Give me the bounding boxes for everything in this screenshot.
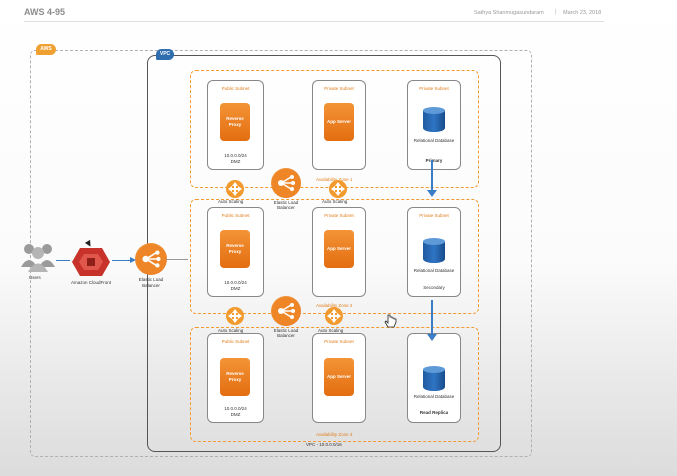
- auto-scaling-icon: [329, 180, 347, 198]
- db-label: Relational Database: [413, 268, 455, 273]
- vpc-cidr-label: VPC - 10.0.0.0/16: [306, 442, 342, 447]
- az3-label: Availability Zone 3: [316, 432, 353, 437]
- auto-scaling-label: Auto Scaling: [218, 328, 244, 333]
- aws-cloud-icon: AWS: [36, 44, 56, 55]
- availability-zone-3: [190, 327, 479, 442]
- subnet-dmz: DMZ: [230, 412, 241, 417]
- cloudfront-to-elb-line: [112, 260, 134, 262]
- private-subnet-db-1: Private Subnet Relational Database Prima…: [407, 80, 461, 170]
- internal-elb-label: Elastic Load Balancer: [273, 328, 299, 338]
- app-server-instance: App Server: [324, 358, 354, 396]
- subnet-title: Private Subnet: [324, 213, 354, 218]
- external-elb-label: Elastic Load Balancer: [138, 277, 164, 288]
- header-separator: |: [555, 9, 557, 15]
- pointer-cursor-icon: [384, 314, 397, 328]
- auto-scaling-icon: [226, 180, 244, 198]
- arrow-head-elb: [130, 257, 136, 263]
- subnet-dmz: DMZ: [230, 159, 241, 164]
- app-server-instance: App Server: [324, 230, 354, 268]
- private-subnet-db-3: Relational Database Read Replica: [407, 333, 461, 423]
- auto-scaling-icon: [325, 307, 343, 325]
- subnet-title: Public Subnet: [221, 86, 250, 91]
- db-label: Relational Database: [413, 394, 455, 399]
- replication-arrow-1: [431, 160, 433, 193]
- users-label: Users: [29, 275, 41, 280]
- subnet-cidr: 10.0.0.0/24: [224, 280, 247, 285]
- users-icon: [21, 244, 55, 272]
- subnet-cidr: 10.0.0.0/24: [224, 406, 247, 411]
- internal-load-balancer-icon: [271, 168, 301, 198]
- subnet-title: Private Subnet: [419, 213, 449, 218]
- users-to-cloudfront-line: [56, 260, 70, 262]
- elb-to-vpc-line: [166, 259, 188, 260]
- auto-scaling-label: Auto Scaling: [218, 199, 244, 204]
- auto-scaling-icon: [226, 307, 244, 325]
- db-label: Relational Database: [413, 138, 455, 143]
- subnet-cidr: 10.0.0.0/24: [224, 153, 247, 158]
- private-subnet-app-3: Private Subnet App Server: [312, 333, 366, 423]
- private-subnet-app-1: Private Subnet App Server: [312, 80, 366, 170]
- slide-date: March 23, 2018: [563, 10, 602, 16]
- public-subnet-1: Public Subnet Reverse Proxy 10.0.0.0/24 …: [207, 80, 264, 170]
- internal-elb-label: Elastic Load Balancer: [273, 200, 299, 210]
- database-icon: [423, 107, 445, 135]
- subnet-title: Public Subnet: [221, 339, 250, 344]
- db-role-secondary: Secondary: [423, 285, 445, 290]
- slide-title: AWS 4-95: [24, 7, 66, 17]
- cloudfront-icon: [72, 248, 110, 276]
- reverse-proxy-instance: Reverse Proxy: [220, 230, 250, 268]
- cloudfront-label: Amazon CloudFront: [70, 280, 112, 285]
- subnet-title: Private Subnet: [324, 86, 354, 91]
- author-name: Sathya Shanmugasundaram: [474, 10, 544, 16]
- public-subnet-3: Public Subnet Reverse Proxy 10.0.0.0/24 …: [207, 333, 264, 423]
- az2-label: Availability Zone 2: [316, 303, 353, 308]
- arrow-head-1: [427, 190, 437, 197]
- database-icon: [423, 366, 445, 394]
- public-subnet-2: Public Subnet Reverse Proxy 10.0.0.0/24 …: [207, 207, 264, 297]
- auto-scaling-label: Auto Scaling: [318, 328, 344, 333]
- app-server-instance: App Server: [324, 103, 354, 141]
- auto-scaling-label: Auto Scaling: [322, 199, 348, 204]
- db-role-primary: Primary: [425, 158, 443, 163]
- header-divider: [24, 21, 604, 22]
- reverse-proxy-instance: Reverse Proxy: [220, 103, 250, 141]
- vpc-cloud-icon: VPC: [156, 49, 174, 60]
- external-load-balancer-icon: [135, 243, 167, 275]
- subnet-dmz: DMZ: [230, 286, 241, 291]
- db-role-read-replica: Read Replica: [419, 410, 449, 415]
- database-icon: [423, 238, 445, 266]
- az1-label: Availability Zone 1: [316, 177, 353, 182]
- reverse-proxy-instance: Reverse Proxy: [220, 358, 250, 396]
- internal-load-balancer-icon: [271, 296, 301, 326]
- replication-arrow-2: [431, 300, 433, 337]
- subnet-title: Private Subnet: [324, 339, 354, 344]
- arrow-head-2: [427, 334, 437, 341]
- subnet-title: Public Subnet: [221, 213, 250, 218]
- private-subnet-app-2: Private Subnet App Server: [312, 207, 366, 297]
- private-subnet-db-2: Private Subnet Relational Database Secon…: [407, 207, 461, 297]
- subnet-title: Private Subnet: [419, 86, 449, 91]
